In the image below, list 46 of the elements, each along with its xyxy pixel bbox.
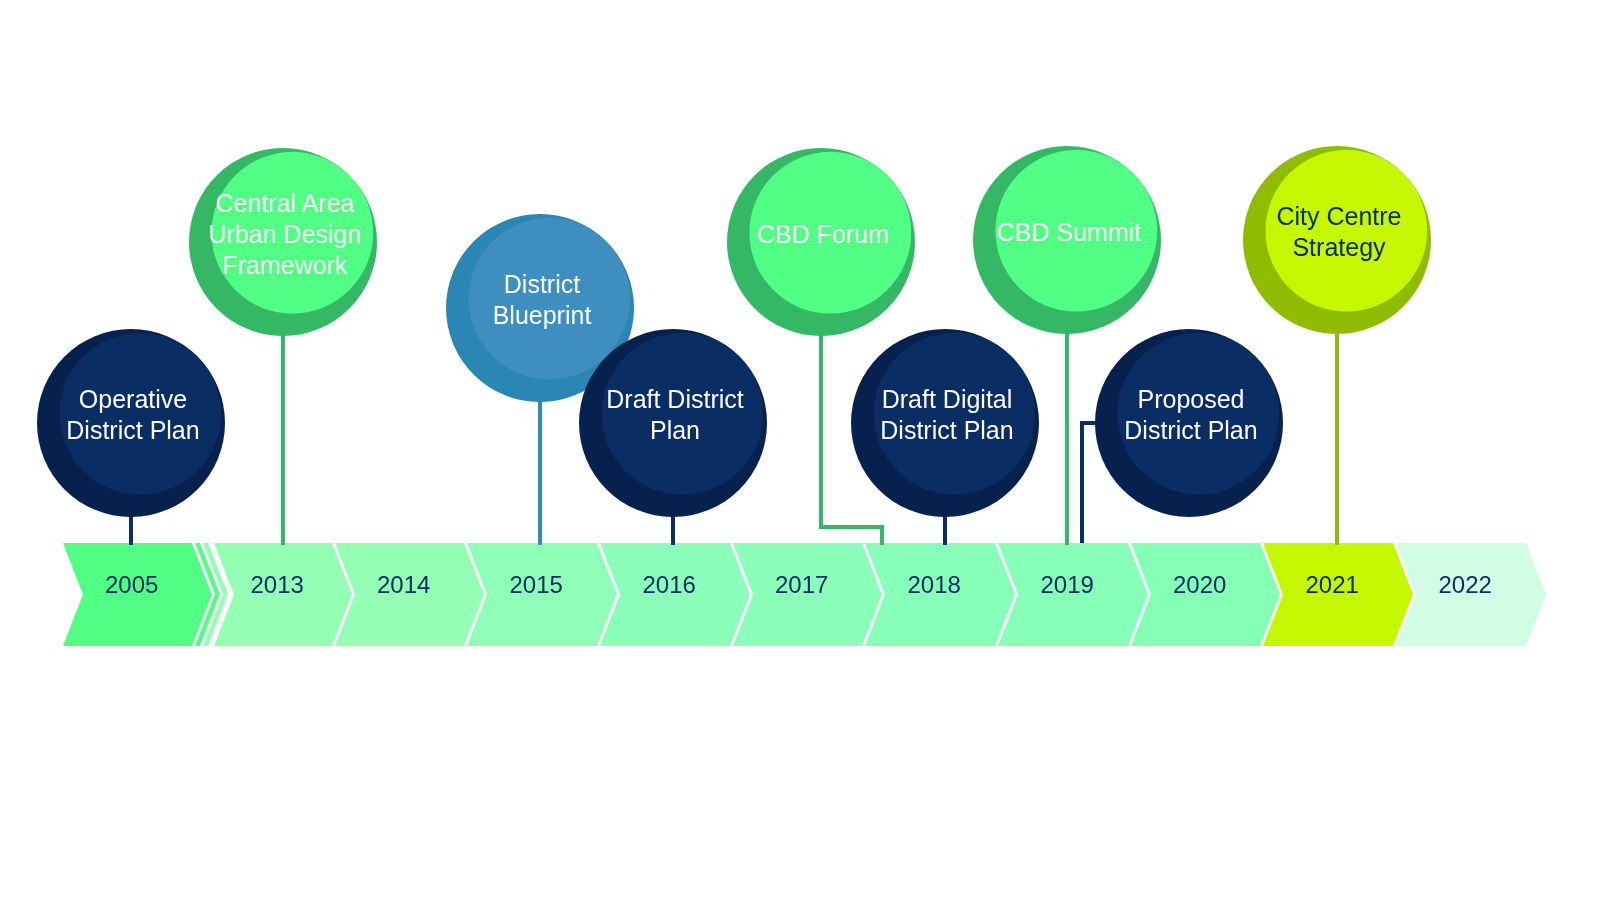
year-label: 2005 — [105, 570, 159, 599]
event-title: City Centre Strategy — [1275, 201, 1403, 263]
event-title: Proposed District Plan — [1123, 384, 1259, 446]
year-segment — [865, 543, 1015, 646]
event-title: CBD Summit — [995, 216, 1143, 248]
year-segment — [467, 543, 617, 646]
year-label: 2019 — [1040, 570, 1094, 599]
event-title: District Blueprint — [491, 269, 593, 331]
year-label: 2021 — [1305, 570, 1359, 599]
event-title: Draft District Plan — [605, 384, 745, 446]
event-circle — [727, 148, 915, 336]
event-circle — [973, 146, 1161, 334]
event-circle — [579, 329, 767, 517]
event-circle — [37, 329, 225, 517]
year-label: 2018 — [907, 570, 961, 599]
connector-line — [538, 400, 542, 545]
year-segment — [600, 543, 750, 646]
event-circle — [851, 329, 1039, 517]
connector-line — [943, 515, 947, 545]
connector-line — [671, 515, 675, 545]
connector-line — [129, 515, 133, 545]
connector-line — [1065, 332, 1069, 545]
year-label: 2015 — [509, 570, 563, 599]
event-title: Central Area Urban Design Framework — [207, 187, 363, 281]
year-segment — [1131, 543, 1280, 646]
year-segment — [1396, 543, 1546, 646]
year-label: 2014 — [377, 570, 431, 599]
year-label: 2013 — [250, 570, 304, 599]
year-segment — [335, 543, 484, 646]
connector-line — [1080, 421, 1095, 543]
connector-line — [281, 334, 285, 545]
event-title: CBD Forum — [756, 218, 890, 250]
event-circle — [1095, 329, 1283, 517]
event-title: Operative District Plan — [65, 384, 201, 446]
event-circle — [1243, 146, 1431, 334]
year-segment — [998, 543, 1148, 646]
event-circle — [189, 148, 377, 336]
year-label: 2020 — [1173, 570, 1227, 599]
year-segment — [1263, 543, 1413, 646]
event-title: Draft Digital District Plan — [879, 384, 1015, 446]
year-label: 2022 — [1438, 570, 1492, 599]
year-segment — [733, 543, 882, 646]
year-label: 2016 — [642, 570, 696, 599]
connector-line — [1335, 332, 1339, 545]
year-label: 2017 — [775, 570, 829, 599]
connector-line — [819, 334, 884, 545]
